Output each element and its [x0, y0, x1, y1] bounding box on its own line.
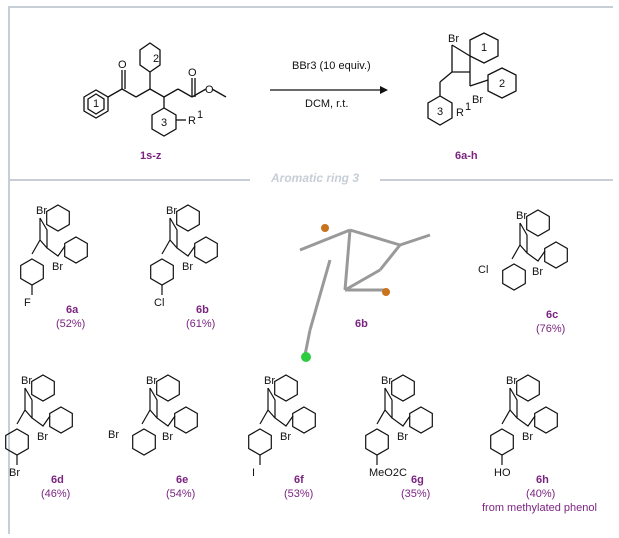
- compound-yield: (53%): [284, 488, 314, 500]
- section-label: Aromatic ring 3: [250, 171, 380, 185]
- conditions-label: DCM, r.t.: [305, 98, 349, 110]
- svg-text:Br: Br: [166, 205, 177, 217]
- svg-text:Br: Br: [9, 467, 20, 479]
- svg-text:Br: Br: [516, 210, 527, 222]
- compound-yield: (52%): [56, 318, 86, 330]
- svg-text:Br: Br: [146, 375, 157, 387]
- crystal-structure-image: [299, 224, 431, 362]
- compound-id: 6h: [536, 474, 549, 486]
- svg-text:Cl: Cl: [154, 297, 164, 309]
- starting-material-structure: [83, 42, 227, 137]
- compound-note: from methylated phenol: [482, 502, 597, 514]
- starting-material-id: 1s-z: [140, 150, 162, 162]
- svg-text:Br: Br: [532, 266, 543, 278]
- svg-text:Br: Br: [472, 94, 483, 106]
- svg-text:1: 1: [93, 98, 99, 110]
- svg-text:R: R: [456, 107, 464, 119]
- svg-text:Br: Br: [280, 431, 291, 443]
- compound-id: 6d: [51, 474, 64, 486]
- product-structure: [427, 32, 517, 126]
- svg-text:Br: Br: [381, 375, 392, 387]
- crystal-compound-id: 6b: [355, 318, 368, 330]
- svg-text:Br: Br: [522, 431, 533, 443]
- compound-yield: (40%): [526, 488, 556, 500]
- svg-text:MeO2C: MeO2C: [369, 467, 407, 479]
- compound-yield: (35%): [401, 488, 431, 500]
- compound-id: 6c: [546, 309, 559, 321]
- svg-text:R: R: [188, 115, 196, 127]
- compound-id: 6b: [196, 304, 209, 316]
- svg-text:Br: Br: [108, 429, 119, 441]
- svg-text:2: 2: [153, 53, 159, 65]
- svg-text:3: 3: [161, 117, 167, 129]
- reagent-label: BBr3 (10 equiv.): [292, 60, 371, 72]
- svg-text:Br: Br: [506, 375, 517, 387]
- svg-text:I: I: [252, 467, 255, 479]
- svg-text:2: 2: [499, 78, 505, 90]
- svg-text:O: O: [188, 67, 197, 79]
- svg-text:Br: Br: [36, 205, 47, 217]
- compound-yield: (46%): [41, 488, 71, 500]
- svg-text:Br: Br: [448, 33, 459, 45]
- compound-yield: (54%): [166, 488, 196, 500]
- svg-text:3: 3: [437, 106, 443, 118]
- svg-text:O: O: [205, 84, 214, 96]
- top-border: [8, 6, 613, 8]
- svg-text:Br: Br: [37, 431, 48, 443]
- svg-text:Cl: Cl: [478, 264, 488, 276]
- compound-yield: (61%): [186, 318, 216, 330]
- svg-text:Br: Br: [21, 375, 32, 387]
- product-id: 6a-h: [455, 150, 478, 162]
- svg-text:1: 1: [481, 42, 487, 54]
- compound-id: 6a: [66, 304, 79, 316]
- svg-text:Br: Br: [264, 375, 275, 387]
- svg-text:Br: Br: [162, 431, 173, 443]
- left-border: [8, 6, 10, 534]
- compound-yield: (76%): [536, 323, 566, 335]
- compound-id: 6e: [176, 474, 189, 486]
- svg-text:F: F: [24, 297, 31, 309]
- svg-text:1: 1: [465, 101, 471, 113]
- compound-id: 6f: [294, 474, 304, 486]
- svg-text:Br: Br: [397, 431, 408, 443]
- svg-text:O: O: [118, 59, 127, 71]
- svg-text:Br: Br: [52, 261, 63, 273]
- svg-text:1: 1: [197, 109, 203, 121]
- svg-text:HO: HO: [494, 467, 511, 479]
- svg-text:Br: Br: [182, 261, 193, 273]
- compound-id: 6g: [411, 474, 424, 486]
